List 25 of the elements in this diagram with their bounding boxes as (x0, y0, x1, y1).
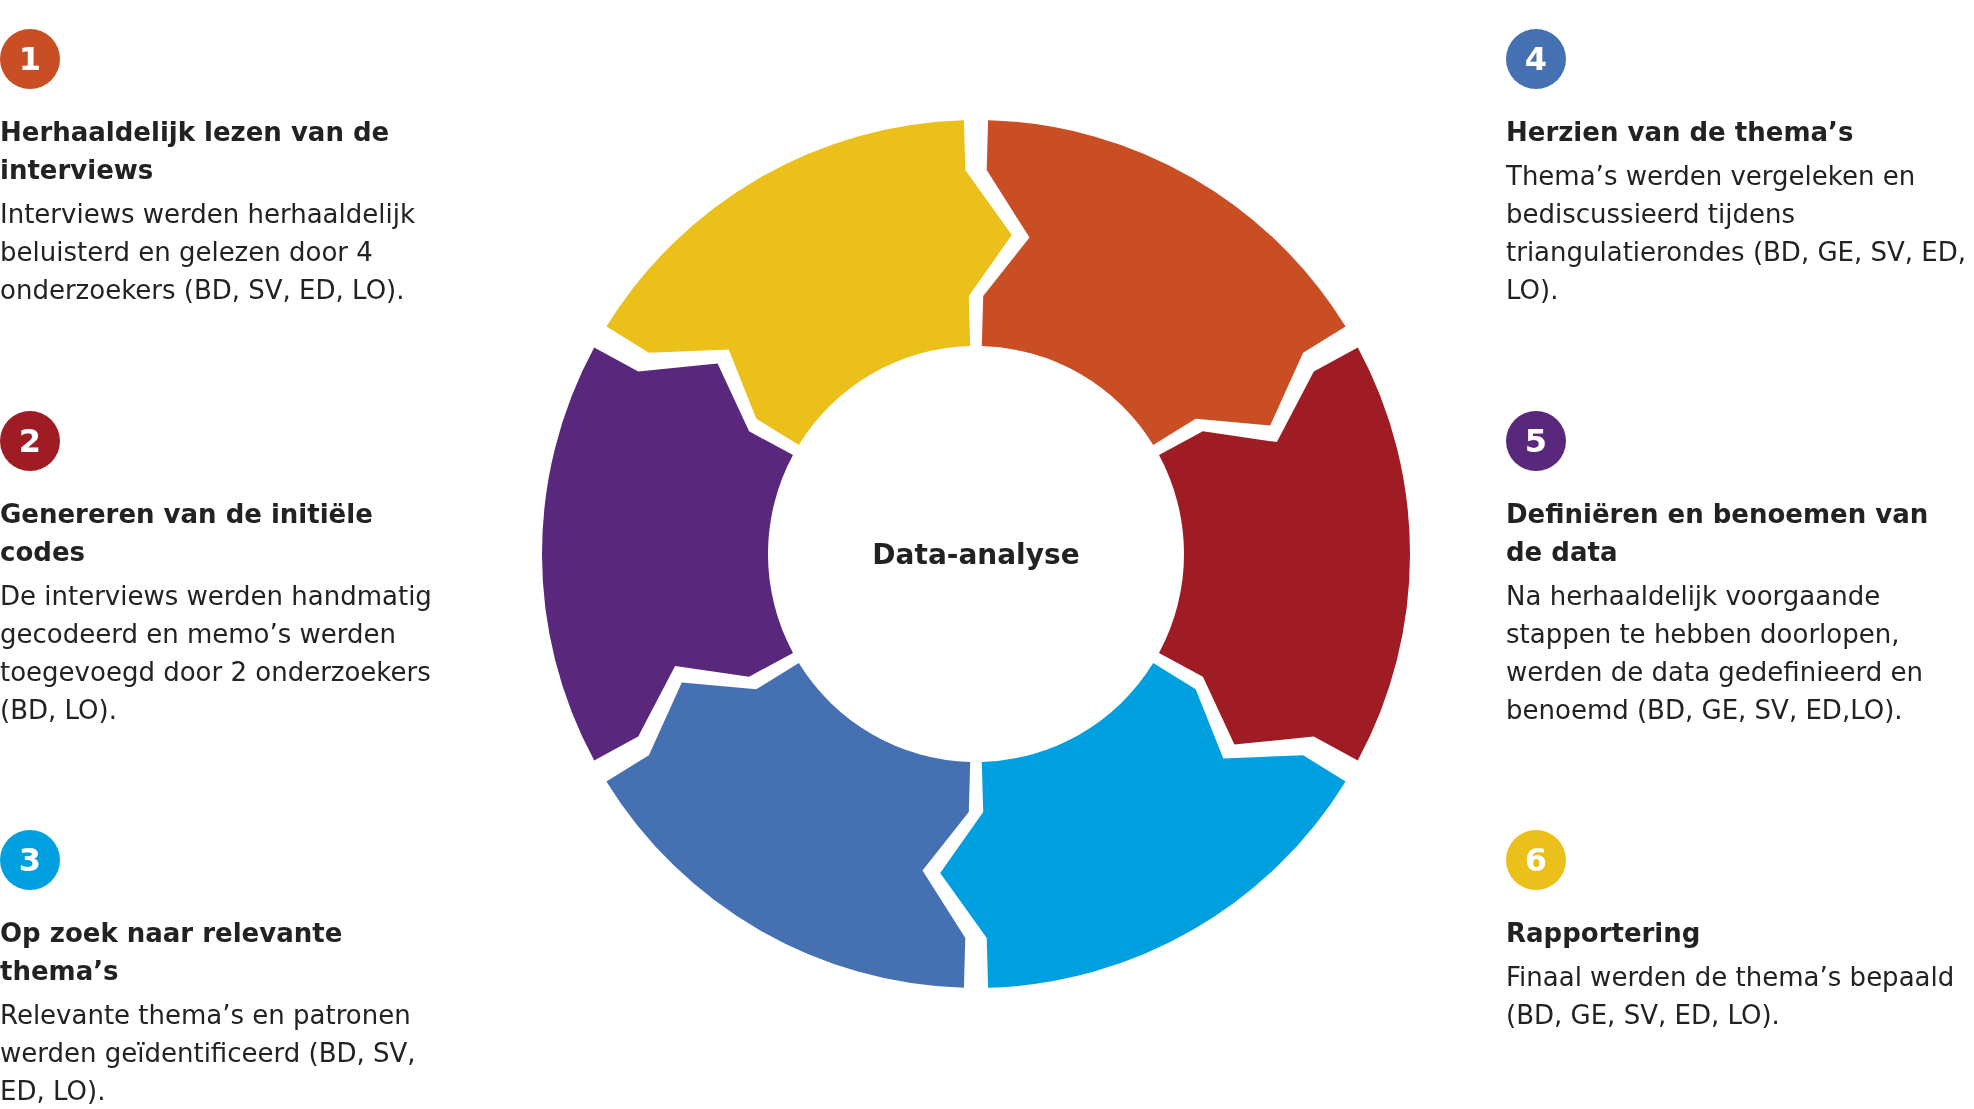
cycle-arrow-segment (606, 120, 1012, 445)
step-description: De interviews werden handmatig gecodeerd en memo’s werden toegevoegd door 2 onderzoekers (BD, LO). (0, 580, 433, 727)
cycle-arrow-segment (1159, 347, 1410, 761)
step-heading: Definiëren en benoemen van de data (1506, 498, 1930, 569)
step-number-badge: 4 (1506, 29, 1566, 89)
step-number-badge: 6 (1506, 830, 1566, 890)
step-description: Finaal werden de thema’s bepaald (BD, GE, SV, ED, LO). (1506, 961, 1956, 1032)
cycle-arrow-segment (606, 663, 971, 988)
step-heading: Herhaaldelijk lezen van de interviews (0, 116, 391, 187)
center-label: Data-analyse (768, 346, 1184, 762)
cycle-arrow-segment (940, 663, 1346, 988)
step-description: Thema’s werden vergeleken en bediscussieerd tijdens triangulatierondes (BD, GE, SV, ED, LO). (1506, 160, 1968, 307)
step-number-badge: 5 (1506, 411, 1566, 471)
step-number-badge: 3 (0, 830, 60, 890)
step-heading: Herzien van de thema’s (1506, 116, 1855, 149)
step-number-badge: 2 (0, 411, 60, 471)
step-description: Interviews werden herhaaldelijk beluisterd en gelezen door 4 onderzoekers (BD, SV, ED, LO). (0, 198, 416, 307)
cycle-arrow-segment (981, 120, 1346, 445)
step-description: Na herhaaldelijk voorgaande stappen te hebben doorlopen, werden de data gedefinieerd en benoemd (BD, GE, SV, ED,LO). (1506, 580, 1924, 727)
step-heading: Op zoek naar relevante thema’s (0, 917, 344, 988)
step-number-badge: 1 (0, 29, 60, 89)
step-description: Relevante thema’s en patronen werden geïdentificeerd (BD, SV, ED, LO). (0, 999, 417, 1108)
step-heading: Genereren van de initiële codes (0, 498, 374, 569)
cycle-arrow-segment (542, 347, 793, 761)
step-heading: Rapportering (1506, 917, 1702, 950)
